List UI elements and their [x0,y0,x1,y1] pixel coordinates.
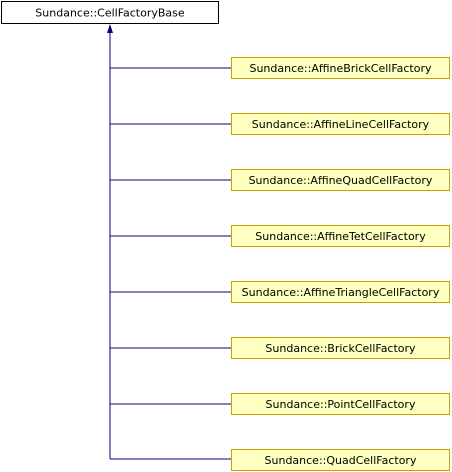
derived-class-node-quad[interactable]: Sundance::QuadCellFactory [231,449,450,471]
derived-class-node-affine-brick[interactable]: Sundance::AffineBrickCellFactory [231,57,450,79]
derived-class-box [231,393,450,415]
derived-class-label: Sundance::AffineTriangleCellFactory [242,286,440,299]
derived-class-node-affine-quad[interactable]: Sundance::AffineQuadCellFactory [231,169,450,191]
derived-class-label: Sundance::AffineBrickCellFactory [249,62,432,75]
derived-class-label: Sundance::AffineLineCellFactory [252,118,430,131]
derived-class-node-affine-tet[interactable]: Sundance::AffineTetCellFactory [231,225,450,247]
derived-class-box [231,225,450,247]
derived-class-box [231,169,450,191]
derived-class-node-point[interactable]: Sundance::PointCellFactory [231,393,450,415]
derived-class-node-brick[interactable]: Sundance::BrickCellFactory [231,337,450,359]
derived-class-label: Sundance::QuadCellFactory [265,454,417,467]
derived-class-label: Sundance::AffineTetCellFactory [255,230,426,243]
derived-class-box [231,337,450,359]
derived-class-label: Sundance::AffineQuadCellFactory [249,174,433,187]
derived-class-box [231,113,450,135]
base-class-node[interactable]: Sundance::CellFactoryBase [1,1,219,24]
base-class-box [1,1,219,24]
inheritance-arrowhead [107,24,113,33]
inheritance-edges [107,24,231,460]
derived-class-node-affine-line[interactable]: Sundance::AffineLineCellFactory [231,113,450,135]
derived-class-box [231,281,450,303]
derived-class-label: Sundance::PointCellFactory [266,398,416,411]
base-class-label: Sundance::CellFactoryBase [35,7,185,20]
derived-class-label: Sundance::BrickCellFactory [265,342,416,355]
derived-class-box [231,57,450,79]
derived-class-box [231,449,450,471]
derived-class-node-affine-triangle[interactable]: Sundance::AffineTriangleCellFactory [231,281,450,303]
